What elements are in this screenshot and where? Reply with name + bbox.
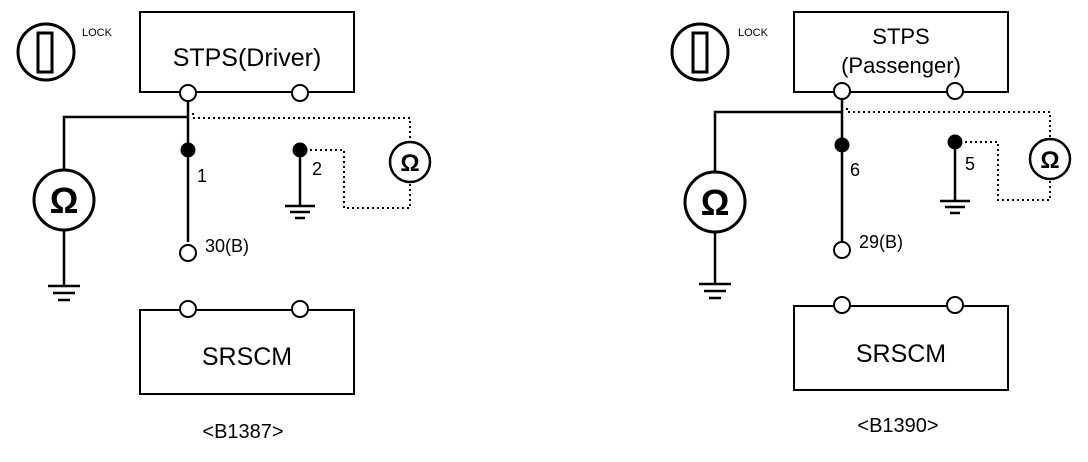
ohm-symbol-large: Ω xyxy=(701,182,730,223)
srscm-box xyxy=(793,305,1009,391)
stps-passenger-label-line1: STPS xyxy=(872,24,929,49)
pin-6-dot xyxy=(834,137,850,153)
ignition-lock-icon xyxy=(670,22,730,82)
pin-1-label: 1 xyxy=(197,166,207,186)
srscm-box xyxy=(139,309,355,395)
meter-lead-wire xyxy=(62,115,188,172)
ground-symbol-pin5 xyxy=(940,199,970,215)
stps-terminal-right xyxy=(291,84,309,102)
ground-symbol-meter xyxy=(48,284,80,302)
ignition-lock-icon xyxy=(16,22,76,82)
pin-5-label: 5 xyxy=(965,154,975,174)
dtc-code-label: <B1387> xyxy=(202,421,283,443)
srscm-label: SRSCM xyxy=(856,340,946,368)
scm-terminal-label: 29(B) xyxy=(859,232,903,252)
probe-path-top xyxy=(192,113,411,144)
stps-terminal-left xyxy=(179,84,197,102)
srscm-terminal-left xyxy=(179,300,197,318)
stps-terminal-left xyxy=(833,82,851,100)
stps-driver-label: STPS(Driver) xyxy=(173,44,322,72)
pin-5-dot xyxy=(947,134,963,150)
ohm-symbol-small: Ω xyxy=(400,150,419,177)
ohmmeter-large-icon: Ω xyxy=(683,170,747,234)
ohmmeter-large-icon: Ω xyxy=(32,168,96,232)
diagram-driver: LOCK STPS(Driver) 1 2 Ω Ω xyxy=(16,11,432,443)
pin-2-label: 2 xyxy=(312,159,322,179)
lock-label: LOCK xyxy=(738,27,769,39)
stps-passenger-label-line2: (Passenger) xyxy=(841,53,961,78)
srscm-terminal-left xyxy=(833,296,851,314)
probe-path-bottom xyxy=(300,149,411,209)
stps-driver-box xyxy=(139,11,355,93)
ohmmeter-small-icon: Ω xyxy=(388,140,432,184)
srscm-label: SRSCM xyxy=(202,343,292,371)
diagram-passenger: LOCK STPS (Passenger) 6 5 Ω Ω xyxy=(670,11,1072,437)
probe-path-bottom xyxy=(955,141,1051,201)
probe-path-top xyxy=(846,108,1051,140)
pin-2-dot xyxy=(292,142,308,158)
lock-label: LOCK xyxy=(82,27,113,39)
meter-lead-wire xyxy=(713,110,842,175)
dtc-code-label: <B1390> xyxy=(857,415,938,437)
srscm-terminal-right xyxy=(291,300,309,318)
pin-6-label: 6 xyxy=(850,160,860,180)
harness-end-terminal xyxy=(179,244,197,262)
scm-terminal-label: 30(B) xyxy=(205,236,249,256)
ohmmeter-small-icon: Ω xyxy=(1028,137,1072,181)
stps-terminal-right xyxy=(946,82,964,100)
ohm-symbol-large: Ω xyxy=(50,180,79,221)
ohm-symbol-small: Ω xyxy=(1040,147,1059,174)
pin-1-dot xyxy=(180,142,196,158)
ground-symbol-meter xyxy=(699,282,731,300)
ground-symbol-pin2 xyxy=(285,204,315,220)
srscm-terminal-right xyxy=(946,296,964,314)
harness-end-terminal xyxy=(833,241,851,259)
stps-passenger-box xyxy=(793,11,1009,93)
